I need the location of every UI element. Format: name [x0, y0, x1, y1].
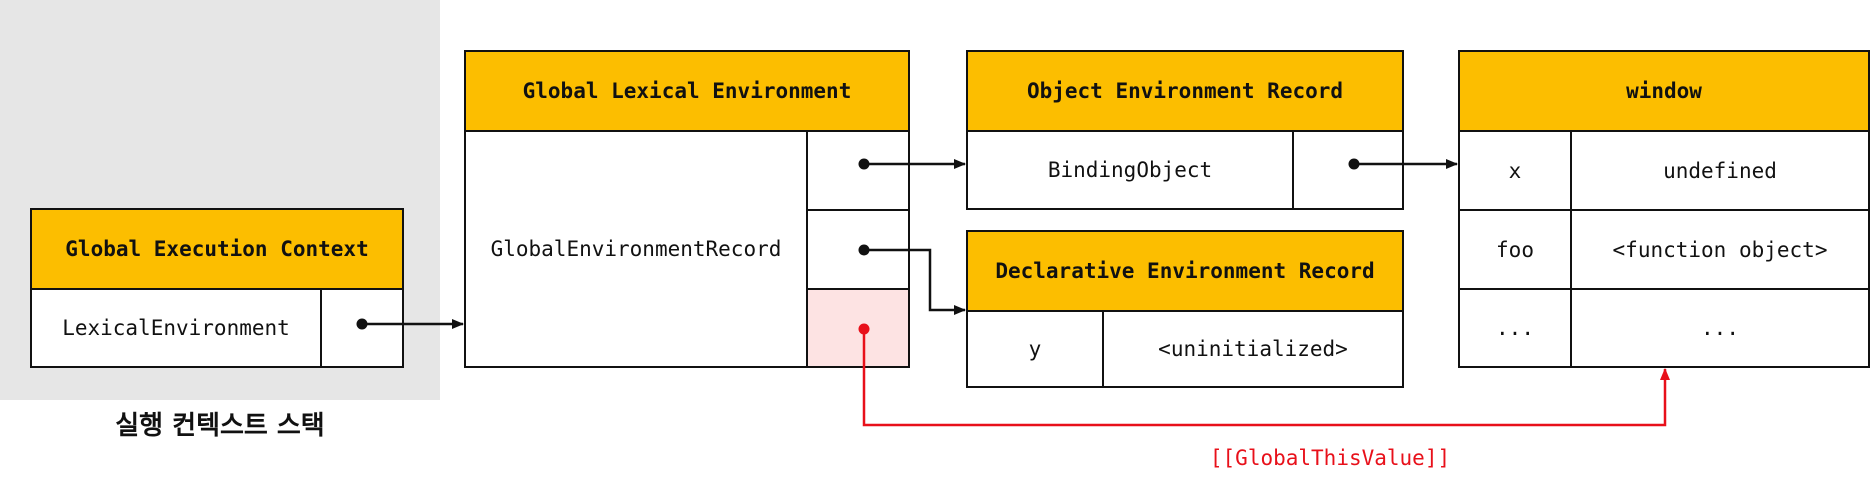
binding-name-y: y [1028, 337, 1042, 361]
global-execution-context-title: Global Execution Context [32, 210, 402, 290]
binding-object-field: BindingObject [1047, 158, 1213, 182]
divider [1102, 312, 1104, 386]
lexical-environment-arrow [356, 318, 464, 330]
global-environment-record-label: GlobalEnvironmentRecord [490, 237, 782, 261]
object-environment-record: Object Environment Record BindingObject [966, 50, 1404, 210]
global-lexical-environment-title: Global Lexical Environment [466, 52, 908, 132]
global-lexical-environment: Global Lexical Environment GlobalEnviron… [464, 50, 910, 368]
object-environment-record-title: Object Environment Record [968, 52, 1402, 132]
declarative-environment-record: Declarative Environment Record y <uninit… [966, 230, 1404, 388]
window-row-name: x [1508, 158, 1522, 183]
window-row-value: ... [1701, 316, 1739, 340]
stack-caption: 실행 컨텍스트 스택 [115, 411, 325, 441]
window-object: window x undefined foo <function object>… [1458, 50, 1870, 368]
global-this-value-label: [[GlobalThisValue]] [1209, 446, 1451, 470]
global-this-value-arrow [858, 323, 1670, 427]
global-this-value-slot [808, 290, 908, 366]
divider [1292, 132, 1294, 208]
global-execution-context: Global Execution Context LexicalEnvironm… [30, 208, 404, 368]
divider [1460, 288, 1868, 290]
window-row-value: <function object> [1612, 237, 1828, 262]
divider [806, 209, 908, 211]
binding-value-uninitialized: <uninitialized> [1158, 337, 1348, 361]
window-row-value: undefined [1663, 158, 1777, 183]
lexical-environment-field: LexicalEnvironment [62, 316, 290, 340]
binding-object-arrow [1348, 158, 1458, 170]
declarative-environment-record-title: Declarative Environment Record [968, 232, 1402, 312]
object-record-arrow [858, 158, 966, 170]
window-row-name: foo [1496, 237, 1534, 262]
divider [806, 288, 908, 290]
divider [1460, 209, 1868, 211]
divider [806, 132, 808, 366]
declarative-record-arrow [858, 244, 966, 315]
divider [1570, 132, 1572, 366]
window-title: window [1460, 52, 1868, 132]
window-row-name: ... [1496, 316, 1534, 340]
divider [320, 290, 322, 366]
